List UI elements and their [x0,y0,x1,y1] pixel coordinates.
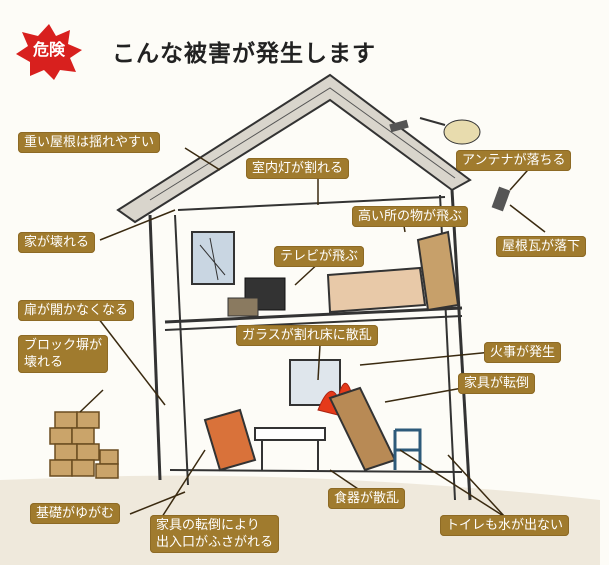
label-exit-block-line2: 出入口がふさがれる [156,535,274,550]
label-door-stuck: 扉が開かなくなる [18,300,135,321]
label-furniture-fall: 家具が転倒 [458,373,536,394]
label-block-wall-line2: 壊れる [24,355,64,370]
label-roof-shake: 重い屋根は揺れやすい [18,132,161,153]
label-tv-fly: テレビが飛ぶ [274,246,365,267]
page-title: こんな被害が発生します [112,41,376,67]
label-exit-block-line1: 家具の転倒により [156,518,260,533]
label-exit-block: 家具の転倒により 出入口がふさがれる [150,515,280,553]
danger-badge-text: 危険 [32,40,65,59]
label-house-break: 家が壊れる [18,232,96,253]
label-antenna-fall: アンテナが落ちる [456,150,572,171]
label-block-wall-line1: ブロック塀が [24,338,103,353]
label-tile-fall: 屋根瓦が落下 [496,236,587,257]
label-foundation: 基礎がゆがむ [30,503,121,524]
label-toilet: トイレも水が出ない [440,515,570,536]
label-light-break: 室内灯が割れる [246,158,350,179]
label-block-wall: ブロック塀が 壊れる [18,335,109,373]
label-fire: 火事が発生 [484,342,562,363]
label-dishes: 食器が散乱 [328,488,406,509]
label-glass-scatter: ガラスが割れ床に散乱 [236,325,378,346]
danger-badge-icon [16,24,82,80]
label-high-things-fly: 高い所の物が飛ぶ [352,206,469,227]
